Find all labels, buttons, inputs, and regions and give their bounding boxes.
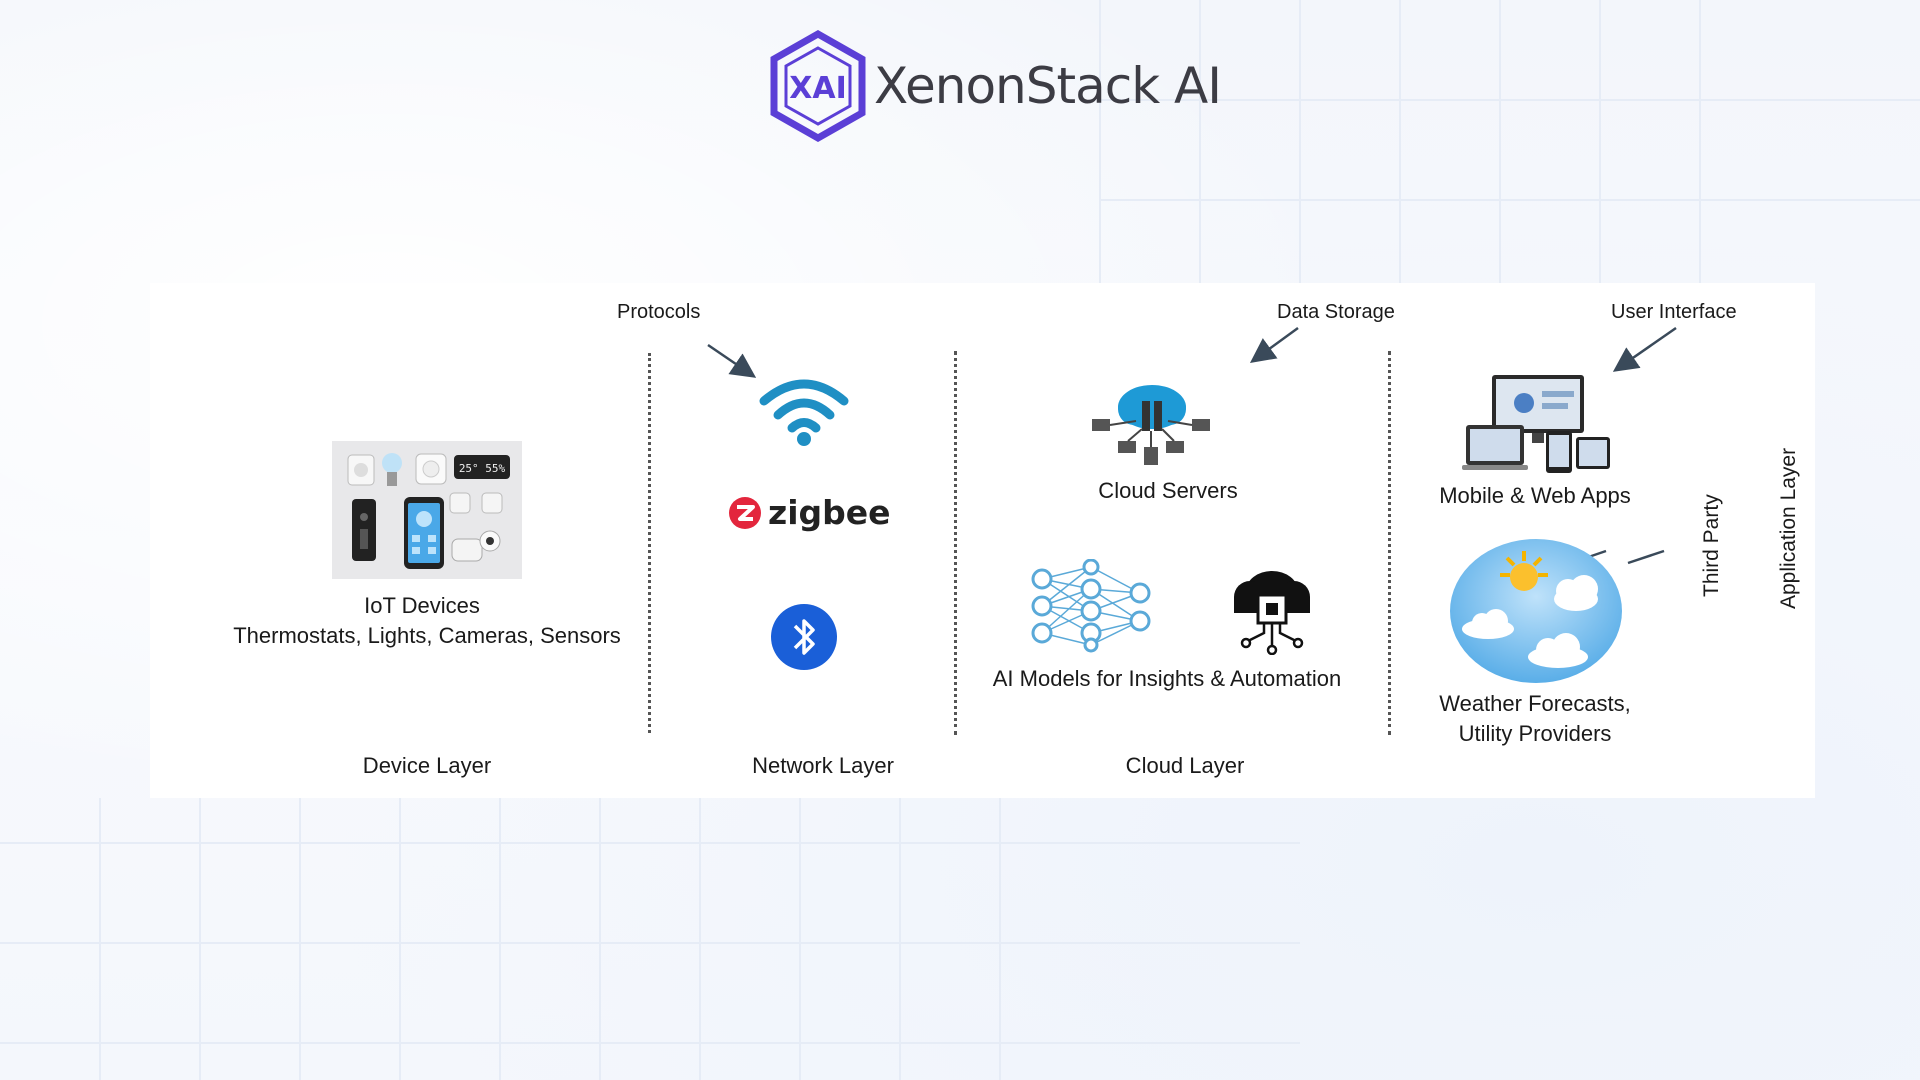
data-storage-arrow [1249, 326, 1299, 363]
data-storage-annotation: Data Storage [1277, 301, 1395, 323]
logo-mark-text: XAI [789, 71, 847, 106]
user-interface-annotation: User Interface [1611, 301, 1737, 323]
protocols-arrow [707, 343, 757, 378]
zigbee-icon [729, 496, 761, 529]
cloud-chip-icon [1234, 571, 1310, 655]
divider-network-cloud [954, 351, 957, 735]
zigbee-logo: zigbee [728, 493, 891, 532]
application-to-third-party-line [1627, 549, 1665, 565]
brand-name: XenonStack AI [874, 57, 1222, 115]
cloud-servers-icon [1092, 385, 1210, 465]
zigbee-label: zigbee [768, 493, 891, 532]
cloud-servers-label: Cloud Servers [1098, 478, 1238, 503]
thermostat-display: 25° 55% [459, 462, 506, 475]
network-layer-label: Network Layer [752, 753, 894, 778]
neural-network-icon [1031, 559, 1151, 653]
application-layer-label: Application Layer [1777, 447, 1800, 609]
third-party-label: Third Party [1700, 494, 1723, 597]
mobile-web-apps-label: Mobile & Web Apps [1439, 483, 1631, 508]
utility-providers-label: Utility Providers [1458, 721, 1612, 746]
iot-devices-subtitle: Thermostats, Lights, Cameras, Sensors [233, 623, 621, 648]
protocols-annotation: Protocols [617, 301, 701, 323]
cloud-layer-label: Cloud Layer [1125, 753, 1245, 778]
brand-logo: XAI XenonStack AI [768, 30, 1222, 142]
device-layer-label: Device Layer [362, 753, 492, 778]
weather-icon [1450, 539, 1622, 683]
divider-device-network [648, 353, 651, 733]
xenonstack-logo-icon: XAI [770, 30, 866, 142]
iot-devices-image: 25° 55% [332, 441, 522, 579]
ai-models-label: AI Models for Insights & Automation [992, 666, 1342, 691]
bluetooth-icon [771, 604, 837, 670]
user-interface-arrow [1612, 326, 1677, 372]
divider-cloud-application [1388, 351, 1391, 735]
iot-devices-title: IoT Devices [364, 593, 480, 618]
wifi-icon [759, 379, 849, 446]
mobile-web-apps-icon [1462, 375, 1610, 473]
weather-forecasts-label: Weather Forecasts, [1439, 691, 1631, 716]
architecture-diagram: Protocols Data Storage User Interface 25… [150, 283, 1815, 798]
